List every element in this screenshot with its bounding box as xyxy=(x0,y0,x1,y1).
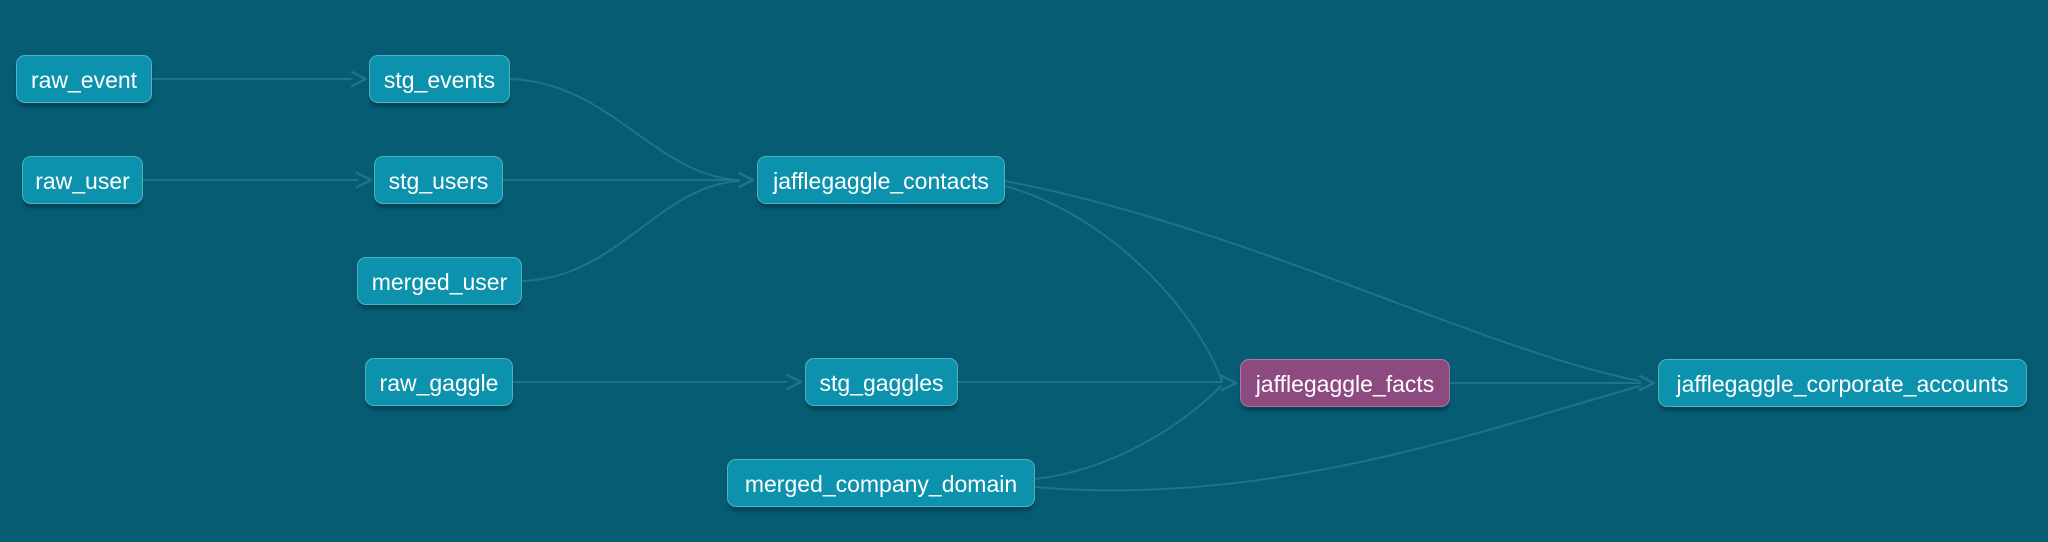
node-label: stg_events xyxy=(383,67,496,93)
node-label: stg_gaggles xyxy=(819,370,944,396)
arrowhead-into-jafflegaggle_facts xyxy=(1220,374,1238,392)
node-stg_events[interactable]: stg_events xyxy=(369,55,510,103)
node-label: merged_company_domain xyxy=(744,471,1018,497)
node-merged_user[interactable]: merged_user xyxy=(357,257,522,305)
arrowhead-into-stg_users xyxy=(355,171,373,189)
node-jafflegaggle_corporate_accounts[interactable]: jafflegaggle_corporate_accounts xyxy=(1658,359,2027,407)
edge-merged_company_domain-jafflegaggle_corporate_accounts xyxy=(1034,385,1641,492)
node-label: raw_event xyxy=(30,67,138,93)
edge-jafflegaggle_contacts-jafflegaggle_facts xyxy=(1004,185,1223,382)
edge-merged_company_domain-jafflegaggle_facts xyxy=(1034,385,1222,480)
node-raw_user[interactable]: raw_user xyxy=(22,156,143,204)
node-jafflegaggle_facts[interactable]: jafflegaggle_facts xyxy=(1240,359,1450,407)
arrowhead-into-jafflegaggle_contacts xyxy=(737,171,755,189)
edge-merged_user-jafflegaggle_contacts xyxy=(521,180,740,282)
node-label: jafflegaggle_contacts xyxy=(773,168,989,194)
node-label: jafflegaggle_corporate_accounts xyxy=(1676,371,2009,397)
node-label: merged_user xyxy=(371,269,508,295)
node-label: raw_gaggle xyxy=(379,370,499,396)
node-merged_company_domain[interactable]: merged_company_domain xyxy=(727,459,1035,507)
arrowhead-into-stg_events xyxy=(350,70,368,88)
node-stg_users[interactable]: stg_users xyxy=(374,156,503,204)
arrowhead-into-jafflegaggle_corporate_accounts xyxy=(1638,374,1656,392)
node-label: raw_user xyxy=(35,168,130,194)
node-raw_event[interactable]: raw_event xyxy=(16,55,152,103)
edge-jafflegaggle_contacts-jafflegaggle_corporate_accounts xyxy=(1004,180,1641,382)
node-label: stg_users xyxy=(388,168,489,194)
arrowhead-into-stg_gaggles xyxy=(785,373,803,391)
edge-stg_events-jafflegaggle_contacts xyxy=(509,78,740,181)
node-stg_gaggles[interactable]: stg_gaggles xyxy=(805,358,958,406)
node-jafflegaggle_contacts[interactable]: jafflegaggle_contacts xyxy=(757,156,1005,204)
node-raw_gaggle[interactable]: raw_gaggle xyxy=(365,358,513,406)
node-label: jafflegaggle_facts xyxy=(1255,371,1435,397)
